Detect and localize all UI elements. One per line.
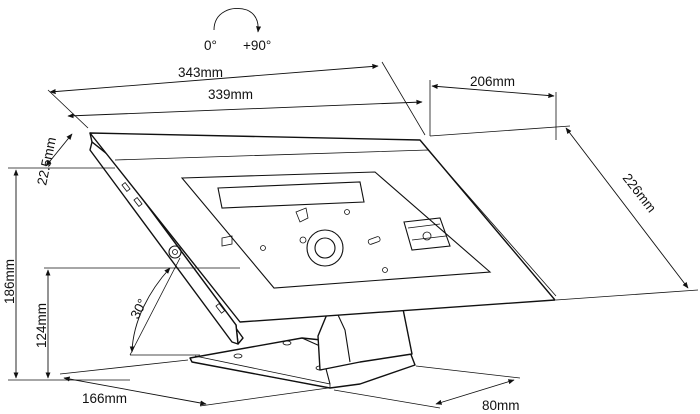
depth-label: 206mm [470, 74, 515, 89]
dimension-overall-width: 343mm [47, 61, 426, 136]
rotation-arrow-icon [213, 8, 262, 33]
lock-knob [168, 245, 182, 259]
dimension-thickness: 22.5mm [34, 133, 73, 187]
dimension-depth: 206mm [429, 74, 557, 140]
housing-top [89, 132, 557, 323]
base-depth-label: 166mm [82, 391, 127, 406]
dimension-inner-width: 339mm [67, 87, 423, 119]
top-slot [217, 181, 365, 209]
screen-opening [180, 171, 492, 289]
dimension-base-depth: 166mm [59, 359, 329, 407]
dimension-base-width: 80mm [333, 365, 521, 413]
latch-mechanism [403, 217, 451, 251]
base-width-label: 80mm [482, 398, 520, 413]
overall-width-label: 343mm [178, 65, 223, 80]
rotation-indicator: 0° +90° [204, 8, 271, 53]
rotation-end-label: +90° [243, 38, 271, 53]
thickness-label: 22.5mm [34, 136, 59, 187]
base-height-label: 124mm [34, 303, 49, 348]
panel-height-label: 226mm [620, 171, 660, 216]
rotation-start-label: 0° [204, 38, 217, 53]
inner-width-label: 339mm [208, 87, 253, 102]
dimension-total-height: 186mm [2, 167, 130, 381]
total-height-label: 186mm [2, 259, 17, 304]
